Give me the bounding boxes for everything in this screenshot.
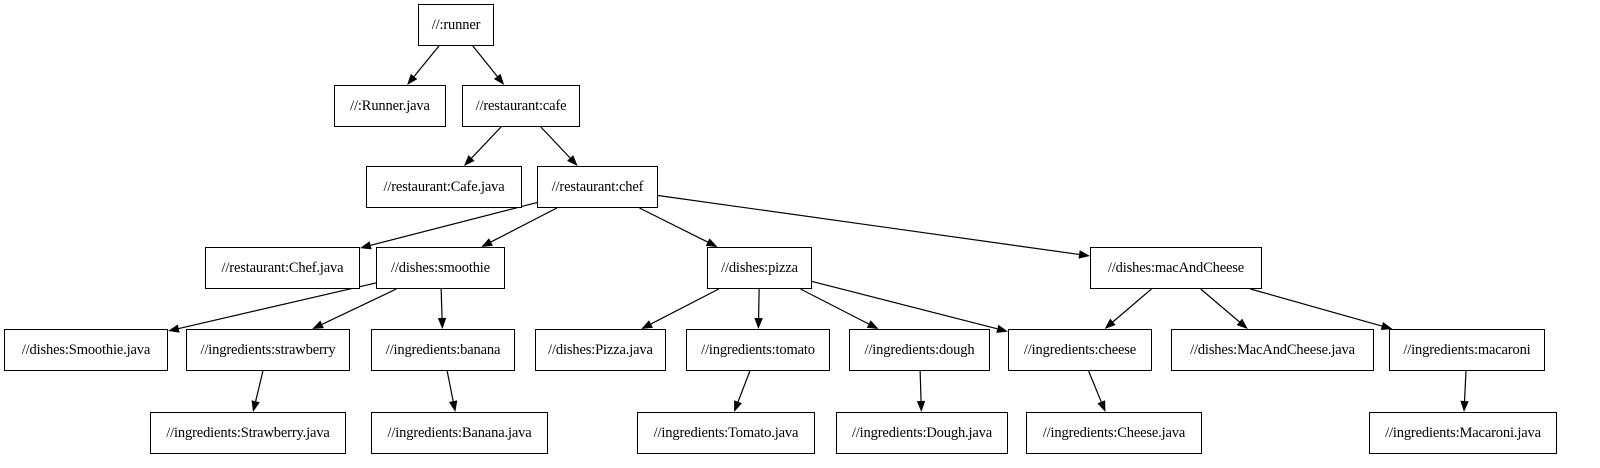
arrowhead bbox=[407, 73, 418, 85]
graph-edge-dishes_pizza-to-ing_cheese bbox=[811, 280, 1008, 333]
arrowhead bbox=[1236, 318, 1248, 329]
arrowhead bbox=[866, 320, 879, 329]
graph-edge-ing_tomato-to-ing_tomatojava bbox=[734, 370, 751, 412]
arrowhead bbox=[734, 400, 742, 412]
graph-edge-runner-to-restaurant_cafe bbox=[472, 45, 505, 85]
graph-edge-restaurant_chef-to-dishes_pizza bbox=[639, 207, 718, 247]
graph-node-dishes_pizza[interactable]: //dishes:pizza bbox=[707, 247, 812, 289]
arrowhead bbox=[168, 324, 180, 333]
node-label: //restaurant:Cafe.java bbox=[383, 178, 505, 195]
graph-node-dishes_pizzajava[interactable]: //dishes:Pizza.java bbox=[535, 329, 666, 371]
node-label: //dishes:Pizza.java bbox=[548, 341, 653, 358]
node-label: //ingredients:Tomato.java bbox=[653, 424, 799, 441]
graph-node-ing_bananajava[interactable]: //ingredients:Banana.java bbox=[371, 412, 548, 454]
node-label: //:runner bbox=[431, 16, 481, 33]
graph-edge-restaurant_cafe-to-restaurant_cafejava bbox=[463, 126, 502, 166]
node-label: //ingredients:tomato bbox=[701, 341, 815, 358]
node-label: //restaurant:Chef.java bbox=[221, 259, 344, 276]
node-label: //dishes:Smoothie.java bbox=[21, 341, 151, 358]
node-label: //ingredients:strawberry bbox=[200, 341, 336, 358]
graph-node-ing_strawberryjava[interactable]: //ingredients:Strawberry.java bbox=[150, 412, 346, 454]
graph-node-runner_java[interactable]: //:Runner.java bbox=[334, 85, 446, 127]
graph-edge-dishes_macandcheese-to-dishes_macandcheesejava bbox=[1200, 288, 1248, 329]
arrowhead bbox=[312, 320, 324, 329]
graph-edge-ing_dough-to-ing_doughjava bbox=[916, 370, 926, 412]
graph-edge-runner-to-runner_java bbox=[407, 45, 440, 85]
graph-edge-ing_cheese-to-ing_cheesejava bbox=[1088, 370, 1106, 412]
graph-node-dishes_smoothie[interactable]: //dishes:smoothie bbox=[376, 247, 505, 289]
arrowhead bbox=[754, 317, 763, 329]
node-label: //ingredients:Banana.java bbox=[387, 424, 532, 441]
node-label: //ingredients:dough bbox=[864, 341, 975, 358]
graph-node-dishes_smoothiejava[interactable]: //dishes:Smoothie.java bbox=[4, 329, 168, 371]
graph-node-runner[interactable]: //:runner bbox=[418, 4, 494, 46]
arrowhead bbox=[437, 317, 447, 329]
node-label: //ingredients:banana bbox=[385, 341, 501, 358]
graph-node-dishes_macandcheese[interactable]: //dishes:macAndCheese bbox=[1090, 247, 1262, 289]
graph-node-restaurant_chefjava[interactable]: //restaurant:Chef.java bbox=[205, 247, 360, 289]
node-label: //ingredients:cheese bbox=[1023, 341, 1137, 358]
arrowhead bbox=[705, 238, 718, 247]
arrowhead bbox=[360, 241, 372, 250]
node-label: //dishes:smoothie bbox=[391, 259, 490, 276]
node-label: //ingredients:Dough.java bbox=[851, 424, 993, 441]
node-label: //dishes:pizza bbox=[721, 259, 798, 276]
node-label: //ingredients:Macaroni.java bbox=[1385, 424, 1541, 441]
graph-node-ing_tomatojava[interactable]: //ingredients:Tomato.java bbox=[637, 412, 815, 454]
graph-edge-dishes_pizza-to-ing_dough bbox=[800, 288, 879, 329]
arrowhead bbox=[251, 400, 260, 412]
graph-edge-ing_banana-to-ing_bananajava bbox=[446, 370, 458, 412]
node-label: //dishes:macAndCheese bbox=[1107, 259, 1245, 276]
graph-node-ing_cheesejava[interactable]: //ingredients:Cheese.java bbox=[1026, 412, 1202, 454]
graph-node-ing_strawberry[interactable]: //ingredients:strawberry bbox=[186, 329, 350, 371]
graph-edge-ing_strawberry-to-ing_strawberryjava bbox=[251, 370, 264, 412]
graph-edge-restaurant_cafe-to-restaurant_chef bbox=[540, 126, 578, 166]
arrowhead bbox=[567, 155, 578, 166]
arrowhead bbox=[463, 155, 475, 166]
arrowhead bbox=[481, 238, 493, 247]
graph-node-ing_cheese[interactable]: //ingredients:cheese bbox=[1008, 329, 1152, 371]
graph-node-restaurant_cafe[interactable]: //restaurant:cafe bbox=[462, 85, 580, 127]
graph-edge-dishes_smoothie-to-ing_strawberry bbox=[312, 288, 397, 329]
graph-node-ing_macaronijava[interactable]: //ingredients:Macaroni.java bbox=[1369, 412, 1557, 454]
node-label: //dishes:MacAndCheese.java bbox=[1190, 341, 1355, 358]
arrowhead bbox=[996, 324, 1008, 333]
graph-node-dishes_macandcheesejava[interactable]: //dishes:MacAndCheese.java bbox=[1171, 329, 1374, 371]
graph-edge-dishes_pizza-to-ing_tomato bbox=[754, 288, 763, 329]
node-label: //:Runner.java bbox=[350, 97, 430, 114]
node-label: //restaurant:cafe bbox=[475, 97, 567, 114]
arrowhead bbox=[1460, 400, 1469, 412]
graph-edge-dishes_macandcheese-to-ing_macaroni bbox=[1250, 288, 1393, 331]
arrowhead bbox=[449, 400, 458, 412]
graph-edge-dishes_smoothie-to-dishes_smoothiejava bbox=[168, 282, 377, 333]
graph-node-restaurant_chef[interactable]: //restaurant:chef bbox=[537, 166, 658, 208]
graph-edge-restaurant_chef-to-restaurant_chefjava bbox=[360, 201, 538, 250]
arrowhead bbox=[641, 320, 653, 329]
graph-node-ing_banana[interactable]: //ingredients:banana bbox=[371, 329, 515, 371]
graph-node-ing_dough[interactable]: //ingredients:dough bbox=[849, 329, 990, 371]
node-label: //ingredients:Strawberry.java bbox=[166, 424, 330, 441]
graph-node-ing_doughjava[interactable]: //ingredients:Dough.java bbox=[836, 412, 1008, 454]
arrowhead bbox=[1078, 250, 1090, 259]
node-label: //ingredients:Cheese.java bbox=[1042, 424, 1186, 441]
arrowhead bbox=[1097, 400, 1106, 412]
node-label: //ingredients:macaroni bbox=[1403, 341, 1531, 358]
graph-node-ing_macaroni[interactable]: //ingredients:macaroni bbox=[1389, 329, 1545, 371]
arrowhead bbox=[493, 73, 505, 85]
graph-edge-restaurant_chef-to-dishes_smoothie bbox=[481, 207, 558, 247]
arrowhead bbox=[1104, 318, 1116, 329]
arrowhead bbox=[916, 400, 926, 412]
graph-edge-dishes_macandcheese-to-ing_cheese bbox=[1104, 288, 1152, 329]
graph-node-restaurant_cafejava[interactable]: //restaurant:Cafe.java bbox=[366, 166, 522, 208]
node-label: //restaurant:chef bbox=[551, 178, 644, 195]
graph-edge-dishes_pizza-to-dishes_pizzajava bbox=[641, 288, 720, 329]
graph-node-ing_tomato[interactable]: //ingredients:tomato bbox=[686, 329, 830, 371]
graph-edge-ing_macaroni-to-ing_macaronijava bbox=[1460, 370, 1469, 412]
graph-edge-dishes_smoothie-to-ing_banana bbox=[437, 288, 447, 329]
